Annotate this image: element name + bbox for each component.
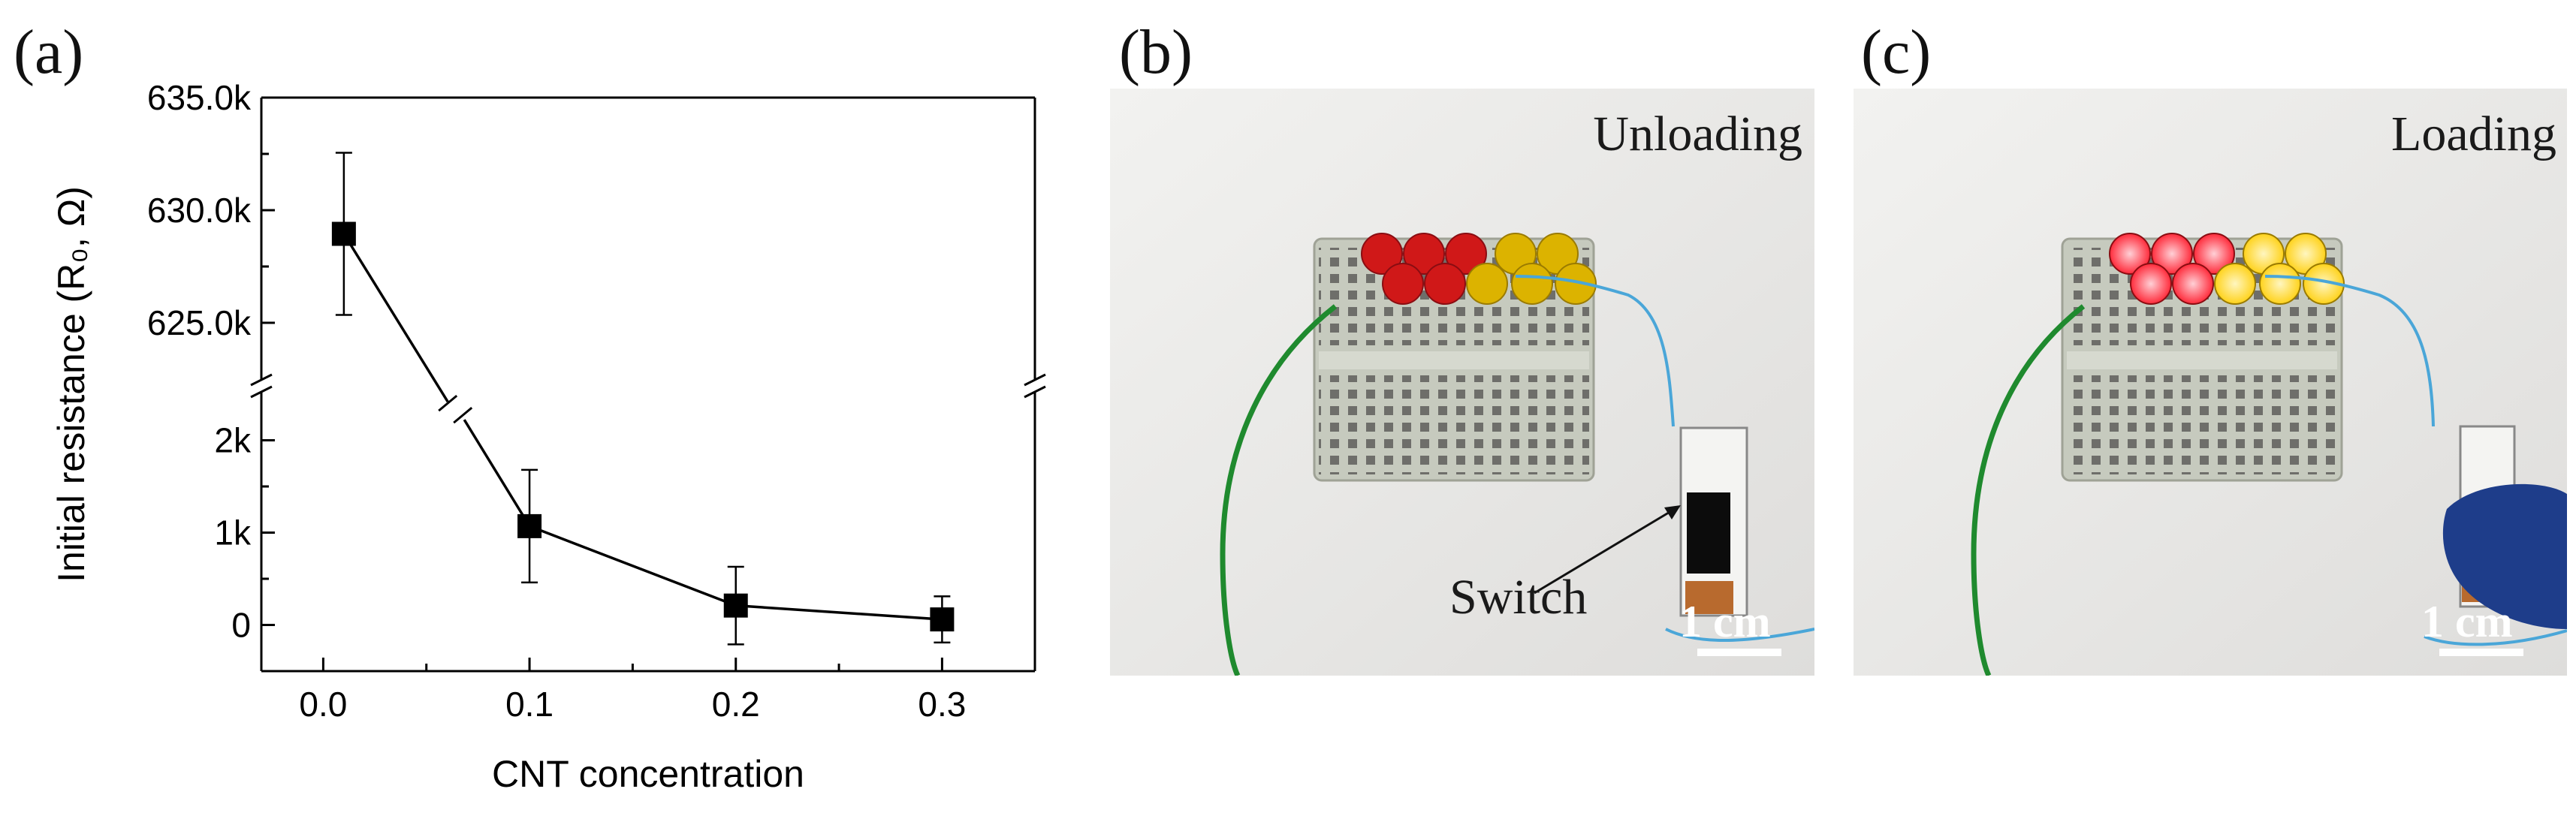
y-tick-label: 635.0k [147,78,252,117]
red-led [2172,263,2214,305]
scale-bar-b [1697,649,1781,656]
red-led [2151,233,2193,275]
series-line-segment [463,419,531,527]
blue-wire [1515,275,1675,427]
y-tick-label: 1k [214,513,252,553]
yellow-led [2259,263,2301,305]
photo-b-title: Unloading [1593,107,1802,161]
y-tick-label: 630.0k [147,191,252,230]
yellow-led [1511,263,1553,305]
line-break-mark [453,406,473,424]
yellow-led [1555,263,1597,305]
axis-break-mark-right [1024,373,1046,387]
breadboard-photo-c [1854,89,2567,676]
green-wire [1971,304,2086,676]
axis-break-mark-left [250,385,273,399]
scale-bar-label-b: 1 cm [1679,597,1771,646]
x-tick-label: 0.3 [918,685,966,724]
photo-loading: Loading 1 cm [1854,89,2567,676]
green-wire [1220,304,1338,676]
series-line-segment [735,604,943,621]
line-break-mark [438,394,458,412]
red-led [2130,263,2172,305]
data-point-2 [517,513,542,538]
y-axis-label: Initial resistance (R₀, Ω) [50,186,92,583]
panel-label-b: (b) [1119,17,1193,87]
red-led [2109,233,2151,275]
x-tick-label: 0.2 [712,685,760,724]
photo-unloading: Unloading Switch 1 cm [1110,89,1814,676]
breadboard-photo-b [1110,89,1814,676]
y-tick-label: 0 [231,606,251,645]
yellow-led [2303,263,2345,305]
blue-wire [2264,275,2435,427]
series-line-segment [342,233,449,403]
red-led [1424,263,1466,305]
data-point-4 [930,607,955,632]
scale-bar-c [2439,649,2523,656]
yellow-led [2214,263,2256,305]
x-tick-label: 0.0 [299,685,347,724]
panel-label-a: (a) [14,17,84,87]
scale-bar-label-c: 1 cm [2421,597,2513,646]
axis-break-mark-right [1024,385,1046,399]
series-line-segment [529,525,737,607]
red-led [1403,233,1445,275]
switch-arrow [1534,507,1676,595]
data-point-3 [723,593,748,618]
y-tick-label: 2k [214,421,252,460]
red-led [1382,263,1424,305]
led-array [1361,233,1597,305]
x-tick-label: 0.1 [505,685,554,724]
photo-c-title: Loading [2391,107,2556,161]
pressure-switch [1679,426,1748,617]
y-tick-label: 625.0k [147,303,252,342]
axis-break-mark-left [250,373,273,387]
yellow-led [1466,263,1508,305]
x-axis-label: CNT concentration [492,753,804,795]
red-led [2193,233,2235,275]
led-array [2109,233,2345,305]
switch-label: Switch [1449,570,1588,625]
gloved-finger [2442,483,2567,629]
data-point-1 [331,221,356,246]
red-led [1445,233,1487,275]
red-led [1361,233,1403,275]
panel-label-c: (c) [1861,17,1932,87]
